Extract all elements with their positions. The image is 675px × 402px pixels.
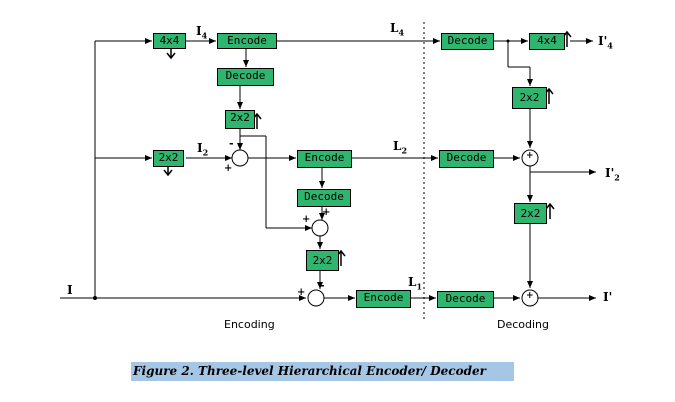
l2-label: L2 [393,139,408,156]
l4-label: L4 [390,21,405,38]
i4-label: I4 [196,24,208,41]
downsample-4x4-box: 4x4 [153,33,186,49]
encode-box-2-label: Encode [304,151,345,164]
sum5-plus-sign: + [526,291,534,301]
decode-box-2-label: Decode [304,190,344,203]
encode-box-3-label: Encode [363,291,404,304]
encode-box-1-label: Encode [227,34,267,47]
sum3-node [307,289,325,307]
dec-upsample-2x2-b-label: 2x2 [520,207,541,220]
downsample-2x2-box: 2x2 [153,150,184,167]
decoding-section-label: Decoding [497,318,550,331]
sum1-plus-sign: + [224,163,233,174]
upsample-2x2-a-label: 2x2 [230,111,250,124]
upsample-2x2-b-label: 2x2 [312,254,333,267]
i2-label: I2 [197,141,209,158]
decode-box-2: Decode [297,189,351,207]
sum2-plus-sign-a: + [322,207,331,218]
upsample-2x2-box-a: 2x2 [225,110,255,129]
dec-upsample-2x2-a-label: 2x2 [519,91,540,104]
input-label: I [67,283,73,297]
dec-up2b-arrow-head [545,202,555,210]
dec-decode-box-2-label: Decode [446,151,487,164]
dec-decode-box-1: Decode [441,33,494,50]
down2-arrow-head [163,169,173,177]
sum3-minus-sign: - [320,279,325,292]
upsample-4x4-box: 4x4 [529,33,565,50]
downsample-4x4-label: 4x4 [159,34,180,47]
input-junction-dot [93,296,97,300]
encoding-section-label: Encoding [224,318,275,331]
dec-decode-box-3-label: Decode [445,292,486,305]
figure-caption: Figure 2. Three-level Hierarchical Encod… [131,362,514,381]
decoder-junction-dot [506,39,510,43]
l1-label: L1 [408,275,423,292]
output-i4-label: I'4 [598,34,613,51]
sum4-plus-sign: + [526,151,534,161]
down4-arrow-head [166,52,176,60]
decode-box-1: Decode [217,68,274,86]
dec-decode-box-3: Decode [437,291,494,308]
sum3-plus-sign: + [297,287,306,298]
decode-box-1-label: Decode [225,69,266,82]
dec-upsample-2x2-box-a: 2x2 [512,87,547,109]
dec-decode-box-2: Decode [439,150,494,168]
output-i-label: I' [603,290,613,304]
dec-upsample-2x2-box-b: 2x2 [514,203,547,224]
dec-decode-box-1-label: Decode [447,34,488,47]
encode-box-1: Encode [217,33,277,49]
encode-box-2: Encode [297,150,352,168]
encode-box-3: Encode [356,290,411,308]
sum1-node [231,149,249,167]
sum2-plus-sign-b: + [302,214,311,225]
sum2-node [311,219,329,237]
upsample-4x4-label: 4x4 [537,34,557,47]
downsample-2x2-label: 2x2 [158,151,179,164]
sum1-minus-sign: - [229,137,234,150]
output-i2-label: I'2 [605,166,620,183]
upsample-2x2-box-b: 2x2 [306,250,339,271]
